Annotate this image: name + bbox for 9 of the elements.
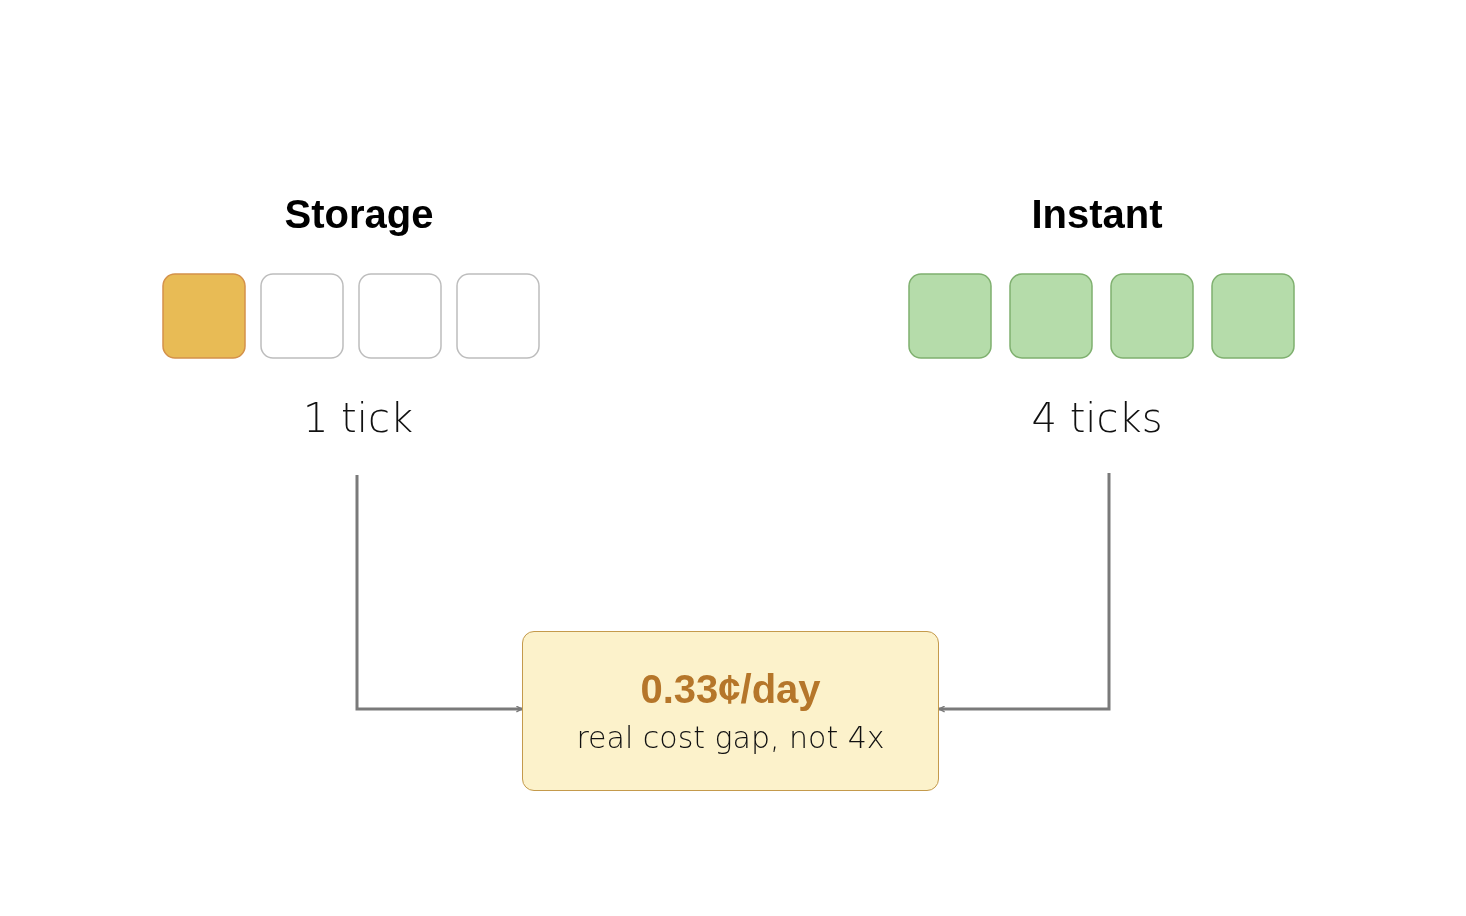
cost-value: 0.33¢/day — [640, 667, 821, 712]
column-heading: Storage — [283, 192, 435, 237]
tick-count: 4 ticks — [1031, 395, 1163, 441]
tick-count: 1 tick — [302, 395, 414, 441]
arrow — [355, 475, 523, 713]
cost-note: real cost gap, not 4x — [576, 720, 885, 755]
arrow — [938, 473, 1111, 713]
column-heading: Instant — [1030, 192, 1164, 237]
result-box — [522, 631, 939, 791]
